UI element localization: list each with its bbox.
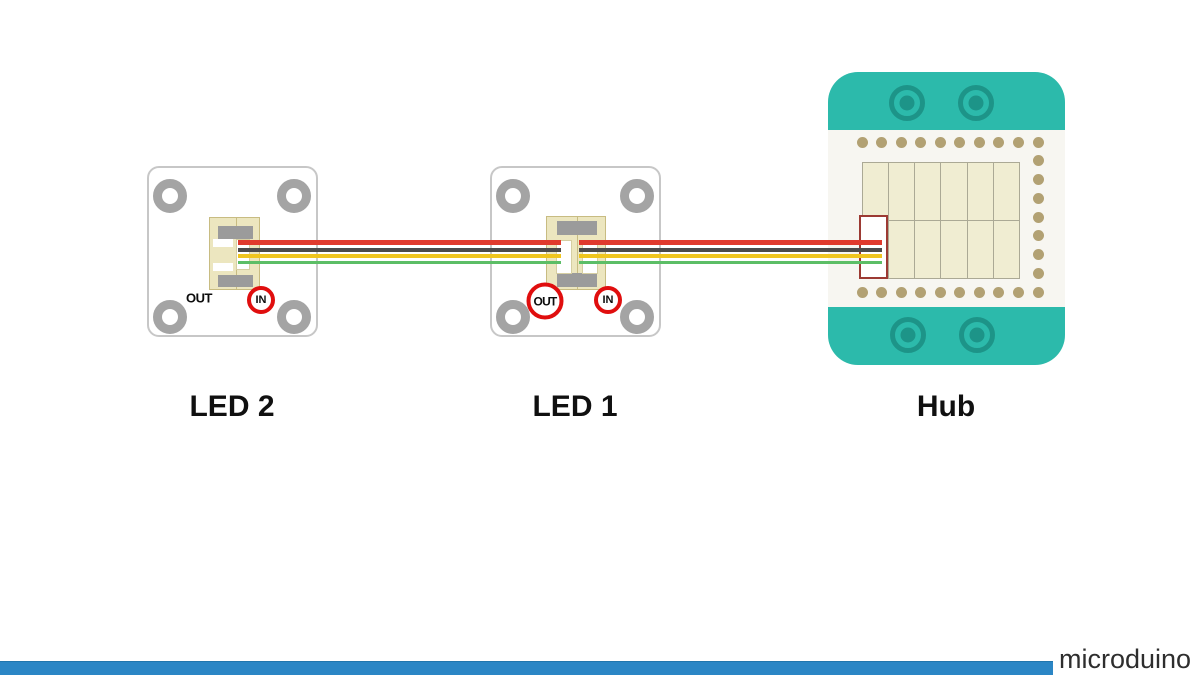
mounting-hole-icon xyxy=(620,179,654,213)
connector-divider xyxy=(577,217,578,289)
wire-black xyxy=(238,248,561,252)
solder-dot-icon xyxy=(1012,136,1024,148)
solder-dot-icon xyxy=(895,136,907,148)
solder-pad xyxy=(557,221,597,235)
hub-pin-grid xyxy=(862,162,1020,279)
led1-in-label: IN xyxy=(602,294,614,306)
solder-dot-icon xyxy=(1032,174,1044,185)
solder-dot-icon xyxy=(1032,267,1044,279)
solder-dot-icon xyxy=(1032,230,1044,242)
led2-in-badge: IN xyxy=(247,286,275,314)
solder-dot-icon xyxy=(1032,249,1044,260)
wire-red xyxy=(579,240,882,245)
wire-yellow xyxy=(579,253,882,258)
solder-dot-icon xyxy=(856,286,868,298)
wire-green xyxy=(579,260,882,264)
led2-in-label: IN xyxy=(255,294,267,306)
solder-dot-icon xyxy=(973,286,985,298)
led1-caption: LED 1 xyxy=(532,390,618,423)
mounting-hole-icon xyxy=(496,300,530,334)
solder-dot-icon xyxy=(993,136,1005,148)
led1-out-badge: OUT xyxy=(526,282,564,320)
led1-out-label: OUT xyxy=(533,294,558,308)
mounting-hole-icon xyxy=(496,179,530,213)
solder-dot-icon xyxy=(1032,286,1044,298)
hub-screw-icon xyxy=(890,317,926,353)
led1-module xyxy=(490,166,661,337)
solder-dot-icon xyxy=(1032,155,1044,167)
solder-dot-icon xyxy=(895,286,907,298)
hub-caption: Hub xyxy=(916,390,976,423)
solder-dot-icon xyxy=(1032,192,1044,204)
solder-dot-icon xyxy=(973,136,985,148)
footer-accent-bar xyxy=(0,661,1053,675)
hub-bottom-band xyxy=(828,307,1065,365)
wire-black xyxy=(579,248,882,252)
mounting-hole-icon xyxy=(277,179,311,213)
led2-out-label: OUT xyxy=(186,290,212,306)
solder-dot-icon xyxy=(915,286,927,298)
hub-top-band xyxy=(828,72,1065,130)
hub-screw-icon xyxy=(959,317,995,353)
solder-dot-icon xyxy=(856,136,868,148)
solder-dot-icon xyxy=(954,136,966,148)
connector-notch xyxy=(213,239,233,247)
solder-dot-icon xyxy=(876,286,888,298)
led2-caption: LED 2 xyxy=(189,390,275,423)
mounting-hole-icon xyxy=(620,300,654,334)
solder-pad xyxy=(218,226,253,239)
solder-dot-icon xyxy=(954,286,966,298)
solder-dot-icon xyxy=(876,136,888,148)
brand-logo-text: microduino xyxy=(1059,644,1192,674)
solder-dot-icon xyxy=(934,286,946,298)
mounting-hole-icon xyxy=(153,179,187,213)
wire-red xyxy=(238,240,561,245)
hub-screw-icon xyxy=(889,85,925,121)
wire-green xyxy=(238,260,561,264)
solder-dot-icon xyxy=(1012,286,1024,298)
solder-dot-icon xyxy=(993,286,1005,298)
led1-in-badge: IN xyxy=(594,286,622,314)
hub-module xyxy=(828,72,1065,365)
solder-pad xyxy=(218,275,253,287)
wire-yellow xyxy=(238,253,561,258)
solder-dot-icon xyxy=(915,136,927,148)
mounting-hole-icon xyxy=(277,300,311,334)
hub-socket xyxy=(859,215,888,279)
solder-pad xyxy=(557,273,597,287)
solder-dot-icon xyxy=(1032,136,1044,148)
led1-connector xyxy=(546,216,606,290)
connector-notch xyxy=(213,263,233,271)
hub-screw-icon xyxy=(958,85,994,121)
mounting-hole-icon xyxy=(153,300,187,334)
solder-dot-icon xyxy=(1032,211,1044,223)
solder-dot-icon xyxy=(934,136,946,148)
